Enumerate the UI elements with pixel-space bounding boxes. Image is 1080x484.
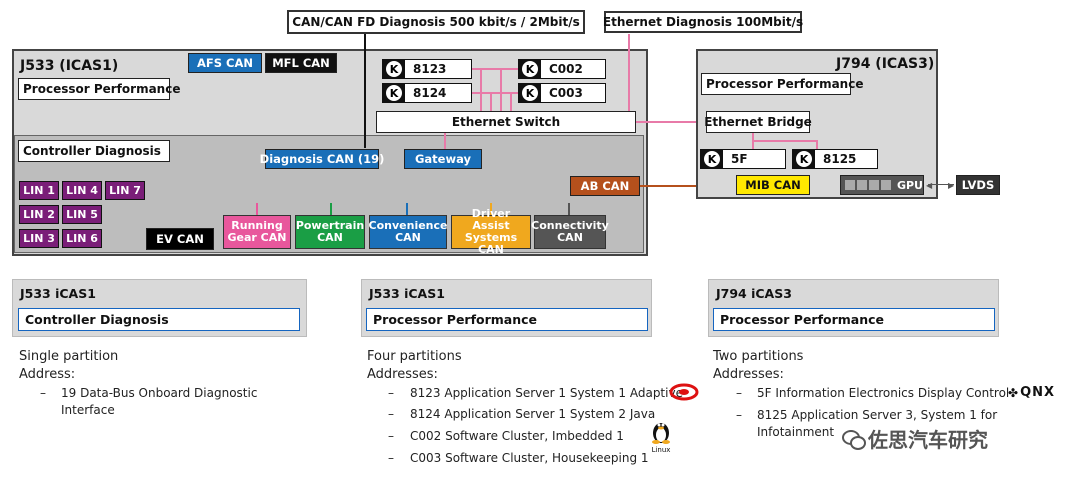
item-3-0: 5F Information Electronics Display Contr… (757, 386, 1010, 400)
lin-4: LIN 4 (62, 181, 102, 200)
lin-5: LIN 5 (62, 205, 102, 224)
processor-c002: K C002 (518, 59, 606, 79)
ethernet-bridge: Ethernet Bridge (704, 111, 812, 133)
chip-icon: K (522, 85, 538, 101)
item-2-0: 8123 Application Server 1 System 1 Adapt… (410, 386, 683, 400)
powertrain-can: Powertrain CAN (295, 215, 365, 249)
lin-1: LIN 1 (19, 181, 59, 200)
j533-title: J533 (ICAS1) (20, 58, 119, 74)
lin-2: LIN 2 (19, 205, 59, 224)
mfl-can-tag: MFL CAN (265, 53, 337, 73)
bottom-box-1: Controller Diagnosis (18, 308, 300, 331)
item-1-1: Interface (61, 403, 115, 417)
running-gear-can: Running Gear CAN (223, 215, 291, 249)
ev-can-tag: EV CAN (146, 228, 214, 250)
item-3-1: 8125 Application Server 3, System 1 for (757, 408, 998, 422)
diagnosis-can-tag: Diagnosis CAN (19) (260, 149, 384, 169)
partitions-1: Single partition (19, 349, 119, 364)
gateway-tag: Gateway (404, 149, 482, 169)
chip-icon: K (704, 151, 720, 167)
driver-assist-can: Driver Assist Systems CAN (451, 208, 531, 256)
convenience-can: Convenience CAN (369, 215, 447, 249)
item-2-2: C002 Software Cluster, Imbedded 1 (410, 429, 624, 443)
item-1-0: 19 Data-Bus Onboard Diagnostic (61, 386, 258, 400)
addresses-3: Addresses: (713, 367, 784, 382)
j794-processor-performance: Processor Performance (701, 73, 863, 95)
bottom-head-1-title: J533 iCAS1 (20, 286, 96, 301)
item-2-3: C003 Software Cluster, Housekeeping 1 (410, 451, 649, 465)
processor-c003: K C003 (518, 83, 606, 103)
lin-6: LIN 6 (62, 229, 102, 248)
bottom-head-3-title: J794 iCAS3 (716, 286, 792, 301)
chip-icon: K (796, 151, 812, 167)
processor-8124: K 8124 (382, 83, 472, 103)
gpu-block: GPU (840, 175, 924, 195)
lin-7: LIN 7 (105, 181, 145, 200)
bottom-box-3: Processor Performance (713, 308, 995, 331)
qnx-logo: ✤ QNX (1008, 385, 1056, 400)
chip-icon: K (386, 85, 402, 101)
chip-icon: K (522, 61, 538, 77)
processor-8125: K 8125 (792, 149, 878, 169)
j533-processor-performance: Processor Performance (18, 78, 180, 100)
chip-icon: K (386, 61, 402, 77)
ethernet-switch: Ethernet Switch (376, 111, 636, 133)
j794-title: J794 (ICAS3) (836, 56, 935, 72)
controller-diagnosis-label: Controller Diagnosis (18, 140, 170, 162)
can-diagnosis-label: CAN/CAN FD Diagnosis 500 kbit/s / 2Mbit/… (287, 10, 585, 34)
bottom-box-2: Processor Performance (366, 308, 648, 331)
ethernet-diagnosis-label: Ethernet Diagnosis 100Mbit/s (603, 11, 803, 33)
processor-5f: K 5F (700, 149, 786, 169)
connectivity-can: Connectivity CAN (531, 215, 609, 249)
lvds-tag: LVDS (956, 175, 1000, 195)
processor-8123: K 8123 (382, 59, 472, 79)
bottom-head-2-title: J533 iCAS1 (369, 286, 445, 301)
mib-can-tag: MIB CAN (736, 175, 810, 195)
item-3-2: Infotainment (757, 425, 835, 439)
partitions-2: Four partitions (367, 349, 462, 364)
autosar-adaptive-logo (669, 382, 699, 402)
watermark: 佐思汽车研究 (842, 424, 988, 453)
lin-3: LIN 3 (19, 229, 59, 248)
addresses-1: Address: (19, 367, 76, 382)
partitions-3: Two partitions (713, 349, 804, 364)
wechat-icon (842, 429, 866, 450)
linux-tux-icon: Linux (651, 418, 671, 454)
item-2-1: 8124 Application Server 1 System 2 Java (410, 407, 656, 421)
afs-can-tag: AFS CAN (188, 53, 262, 73)
addresses-2: Addresses: (367, 367, 438, 382)
ab-can-tag: AB CAN (570, 176, 640, 196)
